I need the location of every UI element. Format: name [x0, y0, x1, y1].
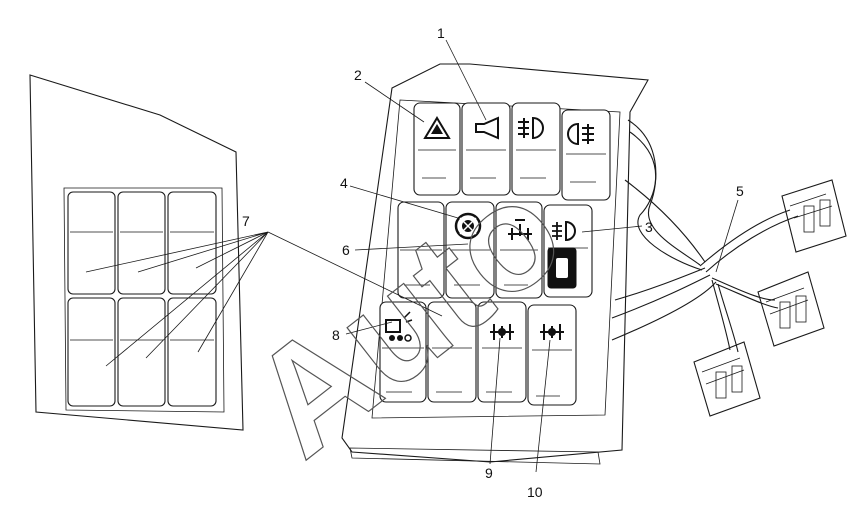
- callout-5: 5: [736, 183, 744, 199]
- rear-fog-light-icon: [567, 122, 594, 146]
- wiring-harness: [611, 119, 799, 353]
- callout-7: 7: [242, 213, 250, 229]
- callout-2: 2: [354, 67, 362, 83]
- callout-4: 4: [340, 175, 348, 191]
- connector-middle: [757, 271, 825, 347]
- callout-labels: 1 2 3 4 5 6 7 8 9 10: [242, 25, 744, 500]
- callout-10: 10: [527, 484, 543, 500]
- callout-1: 1: [437, 25, 445, 41]
- connector-lower: [693, 341, 761, 417]
- callout-9: 9: [485, 465, 493, 481]
- front-fog-light-icon: [518, 116, 544, 140]
- beacon-icon: [385, 311, 413, 342]
- cab-tilt-icon: [552, 220, 576, 242]
- callout-3: 3: [645, 219, 653, 235]
- connector-upper: [781, 179, 847, 253]
- callout-6: 6: [342, 242, 350, 258]
- svg-text:Auto: Auto: [219, 145, 592, 488]
- main-switch-panel: [341, 63, 649, 465]
- callout-8: 8: [332, 327, 340, 343]
- horn-icon: [475, 116, 499, 140]
- inter-axle-lock-icon: [490, 324, 514, 340]
- differential-lock-icon: [454, 212, 482, 240]
- cross-axle-lock-icon: [540, 324, 564, 340]
- hazard-warning-icon: [423, 116, 451, 139]
- watermark-outline: Auto: [219, 144, 593, 488]
- leader-lines: [85, 39, 739, 473]
- blank-switch-panel: [29, 74, 244, 431]
- axle-lock-icon: [508, 219, 532, 240]
